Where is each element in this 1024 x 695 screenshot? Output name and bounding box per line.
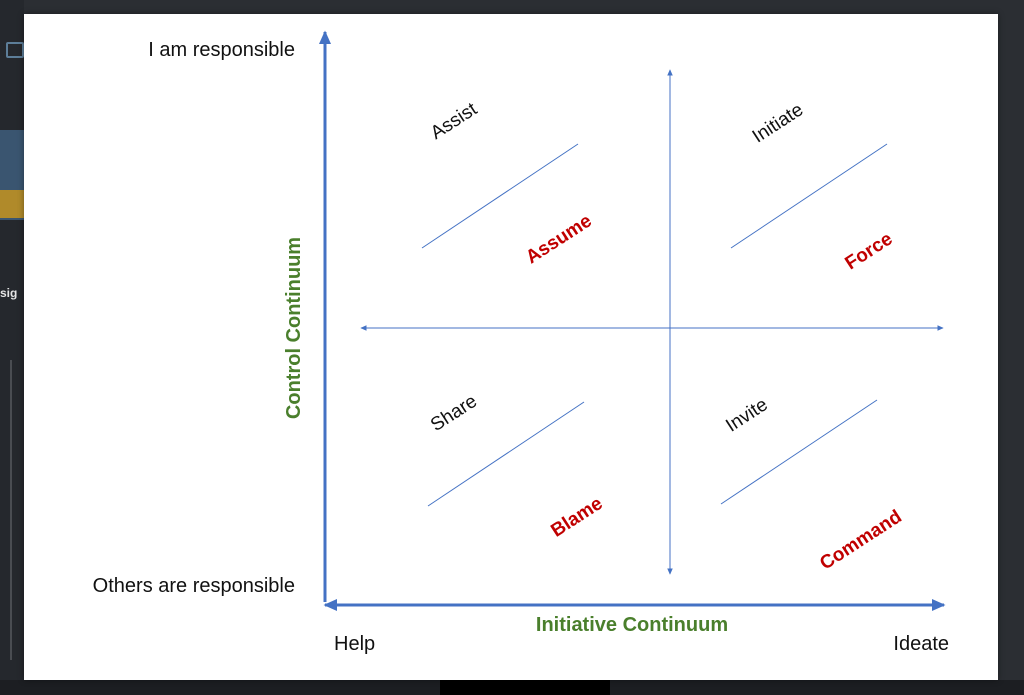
y-axis-bottom-label: Others are responsible	[93, 575, 295, 597]
partial-text-fragment: sig	[0, 286, 18, 300]
thumbnail-image-accent	[0, 190, 24, 218]
quadrant-label-share: Share	[427, 391, 481, 436]
divider	[10, 360, 12, 660]
diagonal-line-top-right	[730, 143, 888, 249]
slide-canvas: I am responsible Others are responsible …	[24, 14, 998, 680]
diagonal-line-bottom-right	[720, 399, 878, 505]
bottom-bar-segment	[440, 680, 610, 695]
quadrant-label-command: Command	[816, 506, 905, 574]
app-icon	[6, 42, 24, 58]
quadrant-label-force: Force	[842, 228, 897, 274]
quadrant-label-invite: Invite	[722, 394, 772, 436]
x-axis-left-label: Help	[334, 633, 375, 655]
quadrant-diagram: I am responsible Others are responsible …	[93, 30, 949, 655]
quadrant-label-assume: Assume	[522, 210, 595, 268]
diagonal-line-bottom-left	[427, 401, 585, 507]
background-app-bottom-bar	[0, 680, 1024, 695]
y-axis-title: Control Continuum	[283, 237, 305, 419]
y-axis-top-label: I am responsible	[148, 39, 295, 61]
background-app-sidebar: sig	[0, 0, 24, 695]
x-axis-right-label: Ideate	[893, 633, 949, 655]
quadrant-label-blame: Blame	[547, 493, 606, 542]
diagonal-line-top-left	[421, 143, 579, 249]
quadrant-label-initiate: Initiate	[749, 99, 807, 147]
quadrant-label-assist: Assist	[427, 98, 482, 144]
x-axis-title: Initiative Continuum	[536, 614, 728, 636]
